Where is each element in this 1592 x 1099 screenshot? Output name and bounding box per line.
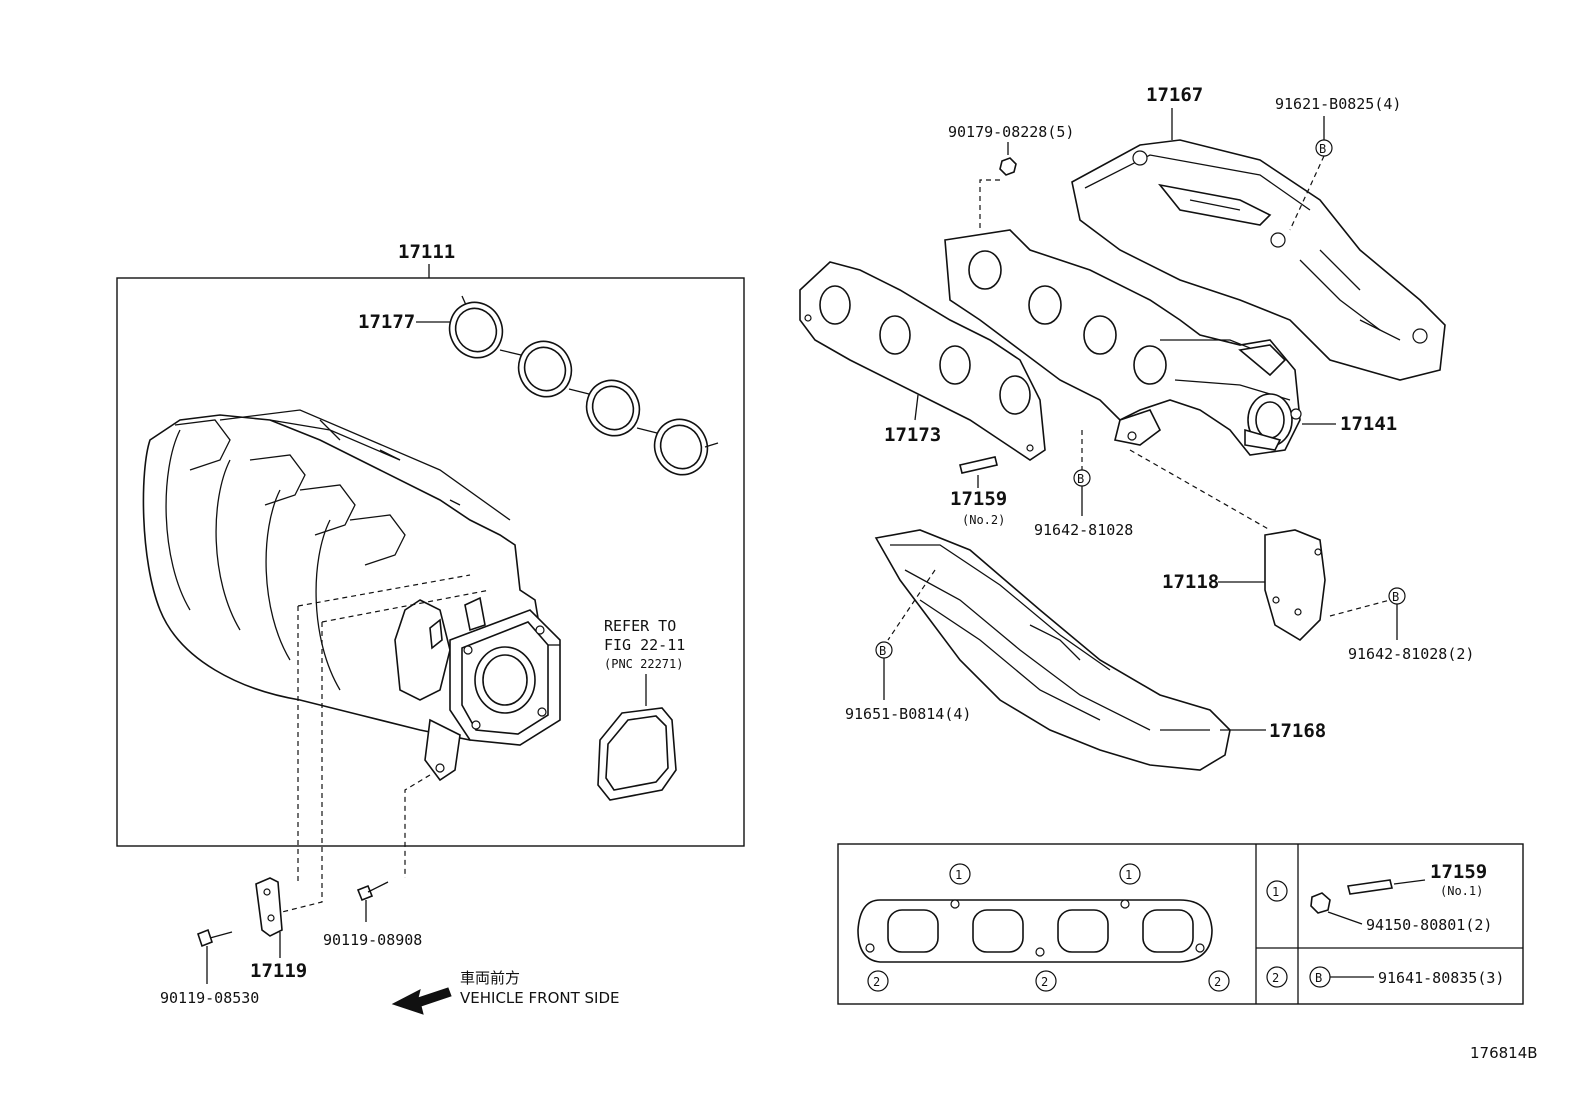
svg-text:2: 2 — [1214, 975, 1221, 989]
label-91651-B0814[interactable]: 91651-B0814(4) — [845, 705, 971, 723]
label-90179-08228[interactable]: 90179-08228(5) — [948, 123, 1074, 141]
throttle-body-flange[interactable] — [449, 609, 561, 746]
refer-line-1[interactable]: REFER TO — [604, 617, 676, 635]
stay-17118[interactable] — [1218, 529, 1326, 642]
table-callout-2a: 2 — [867, 970, 889, 992]
label-90119-08908[interactable]: 90119-08908 — [323, 931, 422, 949]
svg-text:2: 2 — [873, 975, 880, 989]
bolt-90119-08530[interactable] — [197, 928, 233, 984]
label-91621-B0825[interactable]: 91621-B0825(4) — [1275, 95, 1401, 113]
svg-text:1: 1 — [1125, 868, 1132, 882]
heat-insulator-17167[interactable] — [1071, 108, 1446, 381]
label-17159-no2-sub[interactable]: (No.2) — [962, 513, 1005, 527]
svg-text:2: 2 — [1272, 971, 1279, 985]
dashed-leaders-left — [281, 574, 491, 913]
svg-text:B: B — [1315, 971, 1322, 985]
label-17111[interactable]: 17111 — [398, 241, 455, 263]
label-17119[interactable]: 17119 — [250, 960, 307, 982]
label-17173[interactable]: 17173 — [884, 424, 941, 446]
table-row1-key: 1 — [1266, 880, 1288, 902]
stud-17159-no1[interactable] — [1347, 879, 1426, 895]
bolt-91641-80835[interactable]: B — [1309, 966, 1374, 988]
intake-manifold-box — [116, 277, 745, 847]
refer-line-2[interactable]: FIG 22-11 — [604, 636, 685, 654]
table-callout-1a: 1 — [949, 863, 971, 885]
front-side-jp: 車両前方 — [460, 969, 520, 987]
intake-gasket-17177[interactable] — [416, 294, 719, 484]
throttle-gasket[interactable] — [597, 674, 677, 801]
stud-17159-no2[interactable] — [959, 456, 998, 488]
label-17177[interactable]: 17177 — [358, 311, 415, 333]
vehicle-front-arrow — [391, 987, 452, 1015]
exhaust-manifold-17141[interactable] — [944, 229, 1336, 456]
svg-text:1: 1 — [1272, 885, 1279, 899]
exhaust-gasket-17173[interactable] — [799, 261, 1046, 461]
nut-90179[interactable] — [999, 157, 1017, 176]
svg-text:2: 2 — [1041, 975, 1048, 989]
ref-B-letter: B — [879, 644, 886, 658]
refer-line-3[interactable]: (PNC 22271) — [604, 657, 683, 671]
svg-text:1: 1 — [955, 868, 962, 882]
label-17167[interactable]: 17167 — [1146, 84, 1203, 106]
label-17159-no2[interactable]: 17159 — [950, 488, 1007, 510]
nut-94150-80801[interactable] — [1310, 892, 1363, 925]
ref-B-letter: B — [1392, 590, 1399, 604]
label-17141[interactable]: 17141 — [1340, 413, 1397, 435]
label-91642-81028-2[interactable]: 91642-81028(2) — [1348, 645, 1474, 663]
label-17118[interactable]: 17118 — [1162, 571, 1219, 593]
table-callout-2c: 2 — [1208, 970, 1230, 992]
label-94150-80801[interactable]: 94150-80801(2) — [1366, 916, 1492, 934]
label-17159-no1-sub[interactable]: (No.1) — [1440, 884, 1483, 898]
drawing-number: 176814B — [1470, 1044, 1538, 1062]
label-90119-08530[interactable]: 90119-08530 — [160, 989, 259, 1007]
label-91641-80835[interactable]: 91641-80835(3) — [1378, 969, 1504, 987]
table-callout-1b: 1 — [1119, 863, 1141, 885]
intake-manifold[interactable] — [142, 409, 541, 782]
table-callout-2b: 2 — [1035, 970, 1057, 992]
bolt-90119-08908[interactable] — [356, 881, 389, 922]
front-side-en: VEHICLE FRONT SIDE — [460, 989, 620, 1007]
ref-B-letter: B — [1319, 142, 1326, 156]
table-row2-key: 2 — [1266, 966, 1288, 988]
ref-B-letter: B — [1077, 472, 1084, 486]
table-gasket — [857, 899, 1213, 963]
label-91642-81028[interactable]: 91642-81028 — [1034, 521, 1133, 539]
fastener-table — [837, 843, 1524, 1005]
label-17168[interactable]: 17168 — [1269, 720, 1326, 742]
bracket-17119[interactable] — [255, 877, 283, 958]
label-17159-no1[interactable]: 17159 — [1430, 861, 1487, 883]
heat-insulator-17168[interactable] — [874, 529, 1266, 771]
